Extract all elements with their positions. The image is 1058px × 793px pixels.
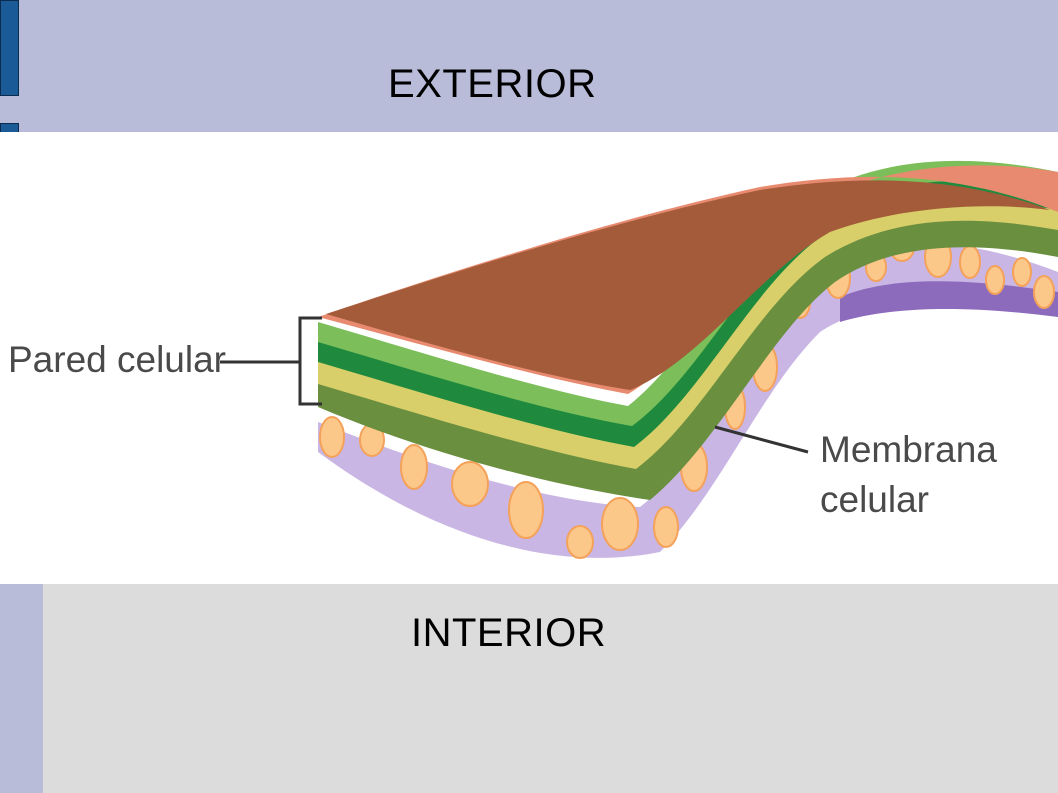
membrane-label-line2: celular	[820, 479, 929, 520]
membrane-label-line1: Membrana	[820, 429, 997, 470]
cell-membrane-layer	[318, 243, 1058, 558]
footer-band	[0, 584, 1058, 793]
protein-8	[653, 506, 679, 548]
accent-bar-top	[0, 0, 19, 96]
protein-4	[451, 461, 489, 507]
protein-1	[319, 416, 345, 458]
header-band	[0, 0, 1058, 132]
protein-6	[566, 525, 594, 559]
left-rail	[0, 584, 43, 793]
protein-3	[400, 444, 428, 490]
protein-17	[959, 245, 981, 279]
membrane-pointer-line	[714, 425, 809, 454]
exterior-label: EXTERIOR	[388, 62, 597, 106]
cell-wall-diagram: Pared celular Membrana celular	[0, 132, 1058, 584]
membrane-proteins	[319, 232, 1055, 559]
wall-layer-olive	[318, 214, 1058, 500]
wall-layer-yellow	[318, 194, 1058, 469]
interior-label: INTERIOR	[411, 611, 607, 655]
cell-wall-label: Pared celular	[8, 339, 226, 380]
protein-20	[1033, 275, 1055, 309]
cell-wall-top	[326, 180, 1050, 390]
protein-7	[601, 497, 639, 551]
protein-18	[985, 265, 1005, 295]
protein-19	[1012, 257, 1032, 287]
cell-wall-illustration: Pared celular Membrana celular	[8, 160, 1058, 559]
cell-membrane-inner	[840, 281, 1058, 322]
protein-5	[508, 481, 544, 539]
